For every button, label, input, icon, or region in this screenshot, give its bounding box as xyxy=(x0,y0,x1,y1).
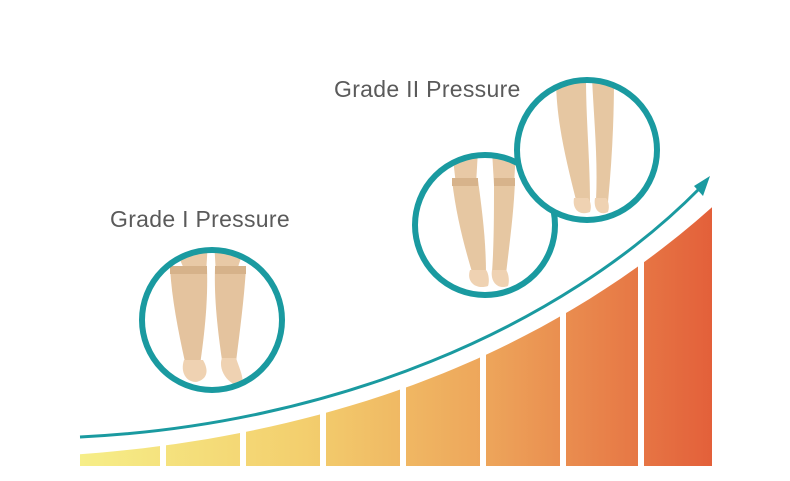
grade-1-photo xyxy=(139,247,285,393)
photo-ring xyxy=(139,247,285,393)
arrow-head-icon xyxy=(694,176,710,196)
grade-1-label: Grade I Pressure xyxy=(110,206,290,232)
bars-fill xyxy=(80,200,712,466)
photo-ring xyxy=(412,152,558,298)
grade-2b-photo xyxy=(514,77,660,223)
pressure-bars xyxy=(70,180,720,470)
arrow-curve xyxy=(79,186,702,439)
rising-arrow xyxy=(79,176,710,439)
photo-ring xyxy=(514,77,660,223)
grade-2-label: Grade II Pressure xyxy=(334,76,521,102)
grade-2a-photo xyxy=(412,152,558,298)
